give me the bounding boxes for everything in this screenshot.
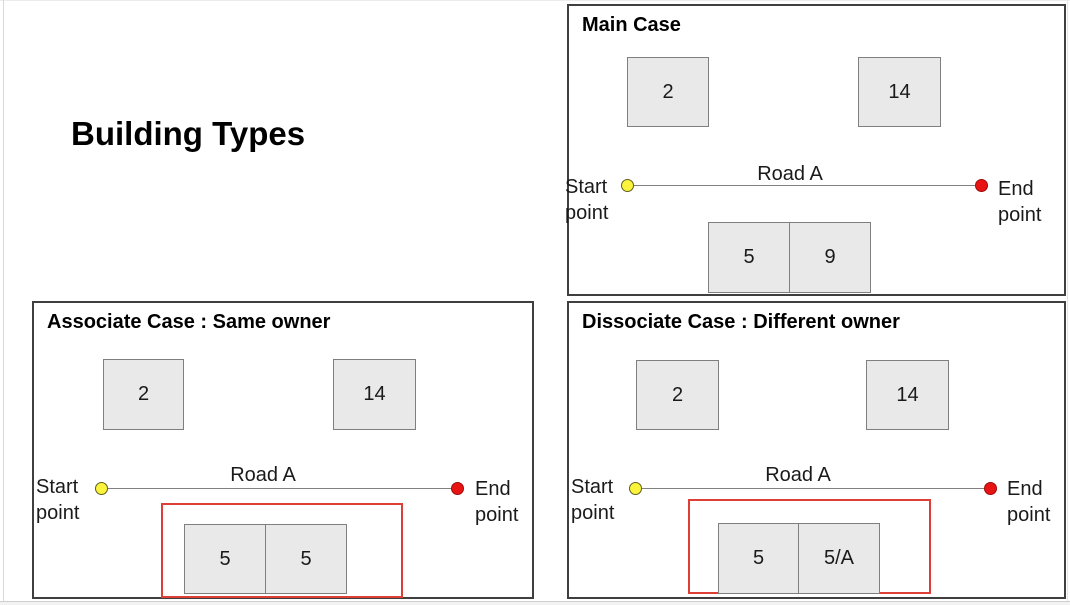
owner-highlight-box [161, 503, 403, 598]
panel-title: Associate Case : Same owner [47, 311, 331, 333]
page-right-edge [1067, 0, 1068, 601]
road-line [108, 488, 452, 489]
end-point-label: End point [998, 178, 1042, 226]
end-point-dot [451, 482, 464, 495]
building-box: 5 [708, 222, 790, 293]
page-top-edge [0, 0, 1070, 1]
start-point-dot [629, 482, 642, 495]
panel-dissociate-case: Dissociate Case : Different owner 2 14 R… [567, 301, 1066, 599]
start-point-label: Start point [571, 476, 615, 524]
building-box: 2 [636, 360, 719, 430]
panel-main-case: Main Case 2 14 Road A Start point End po… [565, 4, 1066, 296]
page-left-edge [3, 0, 4, 601]
road-label: Road A [757, 163, 823, 185]
page-bottom-edge [0, 601, 1070, 605]
road-line [633, 185, 975, 186]
end-point-dot [975, 179, 988, 192]
building-box: 5 [718, 523, 799, 594]
start-point-dot [621, 179, 634, 192]
building-box: 2 [103, 359, 184, 430]
building-box: 9 [789, 222, 871, 293]
building-box: 5/A [798, 523, 880, 594]
panel-title: Dissociate Case : Different owner [582, 311, 900, 333]
panel-title: Main Case [582, 14, 681, 36]
end-point-dot [984, 482, 997, 495]
building-box: 2 [627, 57, 709, 127]
building-box: 14 [333, 359, 416, 430]
start-point-label: Start point [36, 476, 80, 524]
panel-associate-case: Associate Case : Same owner 2 14 Road A … [32, 301, 534, 599]
page-title: Building Types [71, 115, 306, 152]
building-box: 14 [866, 360, 949, 430]
road-label: Road A [230, 464, 296, 486]
end-point-label: End point [475, 478, 519, 526]
building-box: 5 [265, 524, 347, 594]
road-line [642, 488, 985, 489]
start-point-dot [95, 482, 108, 495]
start-point-label: Start point [565, 176, 609, 224]
building-box: 5 [184, 524, 266, 594]
building-box: 14 [858, 57, 941, 127]
end-point-label: End point [1007, 478, 1051, 526]
road-label: Road A [765, 464, 831, 486]
